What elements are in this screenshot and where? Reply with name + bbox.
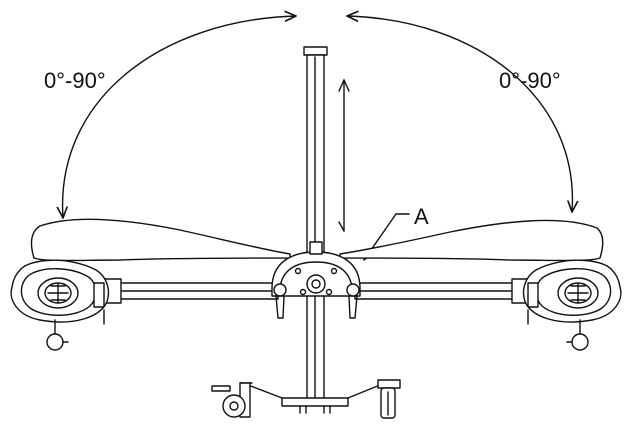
height-adjust-arrow-icon <box>338 79 350 232</box>
right-rotation-angle-label: 0°-90° <box>499 68 561 93</box>
callout-label-a: A <box>414 204 429 229</box>
right-rotation-arrow-icon <box>347 16 572 212</box>
left-hood <box>30 218 291 262</box>
base-frame <box>239 382 381 414</box>
left-lamp-head <box>10 259 110 351</box>
left-lock-handle <box>273 283 287 319</box>
right-caster <box>377 379 401 419</box>
right-lamp-head <box>522 259 622 351</box>
left-caster <box>211 382 251 418</box>
right-hood <box>339 219 604 262</box>
left-rotation-angle-label: 0°-90° <box>44 68 106 93</box>
left-rotation-arrow-icon <box>63 16 296 218</box>
vertical-mast <box>303 46 328 402</box>
right-lock-handle <box>346 283 360 319</box>
central-hub <box>271 241 361 297</box>
